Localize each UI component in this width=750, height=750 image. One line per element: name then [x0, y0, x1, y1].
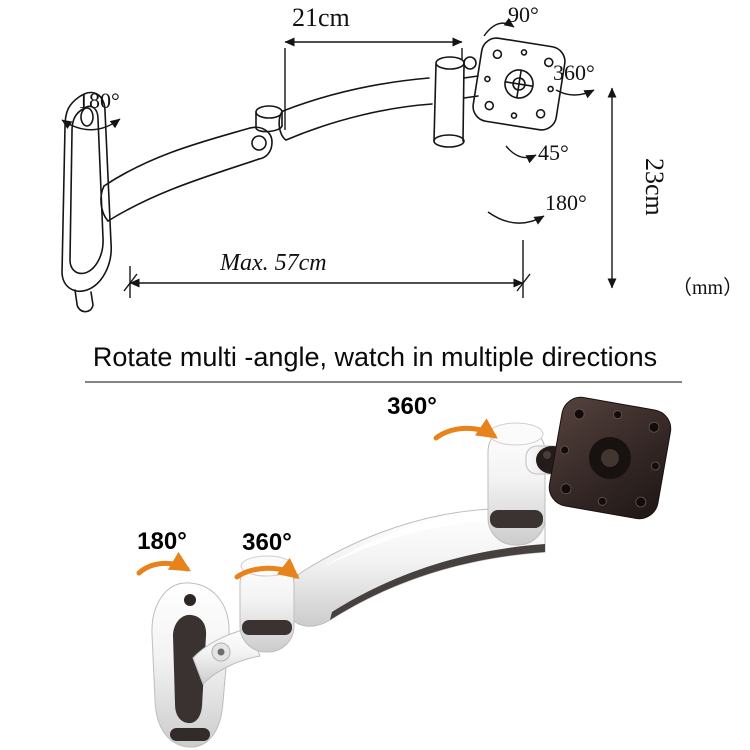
product-render: Rotate multi -angle, watch in multiple d… [85, 342, 682, 748]
wall-bracket-line-art [61, 91, 112, 313]
label-360-top: 360° [387, 393, 437, 420]
angle-360-label: 360° [553, 60, 595, 85]
angle-360-arrow [555, 89, 595, 99]
angle-90-label: 90° [508, 2, 539, 27]
angle-45-label: 45° [538, 140, 569, 165]
unit-label: （mm） [672, 276, 743, 299]
angle-45-arrow [505, 145, 537, 164]
dim-21cm [284, 37, 463, 130]
vesa-plate [548, 396, 672, 520]
label-180: 180° [137, 528, 187, 555]
label-360-mid: 360° [242, 529, 292, 556]
upper-arm-line-art [278, 77, 433, 141]
section-title: Rotate multi -angle, watch in multiple d… [93, 342, 657, 372]
top-joint-cylinder [487, 422, 546, 546]
dim-21cm-label: 21cm [292, 3, 350, 32]
arm-underside-accent [330, 544, 545, 620]
angle-180-right-label: 180° [545, 190, 587, 215]
top-joint-cap [488, 422, 544, 446]
dim-23cm-label: 23cm [640, 158, 669, 216]
mount-recess [173, 614, 207, 724]
angle-90-arrow [483, 17, 515, 37]
pivot-knob-highlight [543, 451, 551, 459]
dimension-diagram: 21cm 90° 360° 45° 180° 180° 23cm Max. 57… [61, 2, 743, 313]
mount-screw-hole [184, 594, 196, 606]
angle-180-left-arrow [61, 118, 121, 131]
mount-pivot-screw [217, 648, 225, 656]
top-joint-dark-band [490, 510, 543, 528]
lower-arm-line-art [100, 126, 273, 222]
angle-180-left-label: 180° [78, 88, 120, 113]
mount-bottom-slot [170, 728, 210, 741]
arrow-360-top [433, 418, 498, 441]
dim-max-reach [123, 240, 531, 298]
angle-180-right-arrow [487, 211, 545, 225]
arrow-360-mid [234, 557, 300, 580]
tilt-joint-line-art [433, 56, 479, 148]
elbow-dark-band [242, 620, 292, 635]
dim-max-label: Max. 57cm [219, 250, 327, 276]
wall-mount [151, 582, 230, 748]
vesa-plate-line-art [472, 37, 566, 131]
arrow-180 [136, 551, 191, 576]
